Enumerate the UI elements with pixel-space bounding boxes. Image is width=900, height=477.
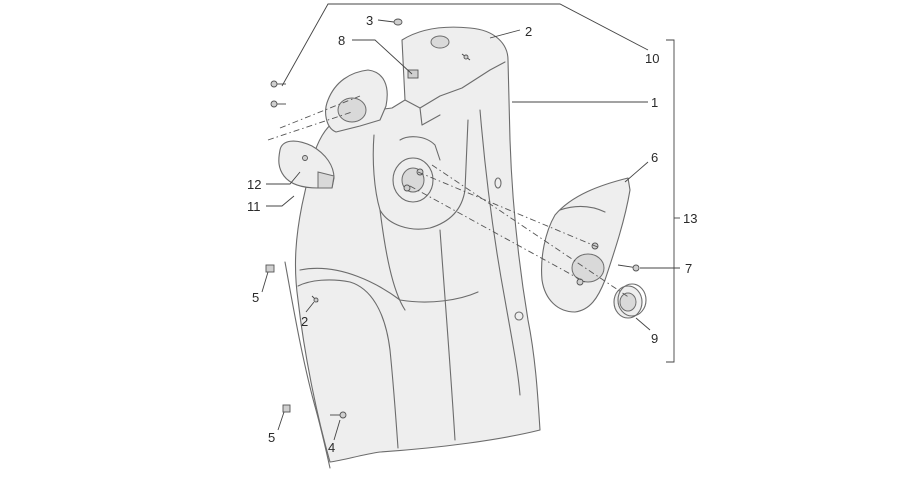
callout-11: 11: [247, 199, 261, 214]
callout-3: 3: [366, 13, 373, 28]
callout-leaders: [261, 3, 680, 441]
upper-inner-panel: [325, 69, 419, 133]
callout-10: 10: [645, 51, 659, 66]
screw-part-2-top: [461, 53, 471, 61]
screw-part-2-lower: [311, 295, 319, 303]
screw-upper-left-b: [270, 100, 286, 108]
front-shield-body: [284, 26, 541, 469]
callout-1: 1: [651, 95, 658, 110]
callout-12: 12: [247, 177, 261, 192]
callout-6: 6: [651, 150, 658, 165]
clip-part-3: [393, 18, 403, 26]
clip-part-5-lower: [282, 404, 291, 413]
ignition-ring-part-9: [613, 283, 647, 319]
screw-part-7: [617, 264, 640, 272]
callout-5-upper: 5: [252, 290, 259, 305]
callout-2-top: 2: [525, 24, 532, 39]
side-cover-part-6: [541, 177, 631, 313]
screw-upper-left-a: [270, 80, 286, 88]
small-cover-part-12: [278, 140, 335, 189]
callout-13: 13: [683, 211, 697, 226]
callout-8: 8: [338, 33, 345, 48]
callout-4: 4: [328, 440, 335, 455]
callout-2-lower: 2: [301, 314, 308, 329]
callout-5-lower: 5: [268, 430, 275, 445]
hardware-screws: [265, 18, 640, 419]
callout-7: 7: [685, 261, 692, 276]
assembly-axis-lines: [267, 95, 631, 299]
clip-part-5-upper: [265, 264, 275, 273]
callout-9: 9: [651, 331, 658, 346]
callout-labels: 1 2 2 3 4 5 5 6 7 8 9 10 11 12 13: [247, 13, 697, 455]
screw-part-4: [330, 411, 347, 419]
